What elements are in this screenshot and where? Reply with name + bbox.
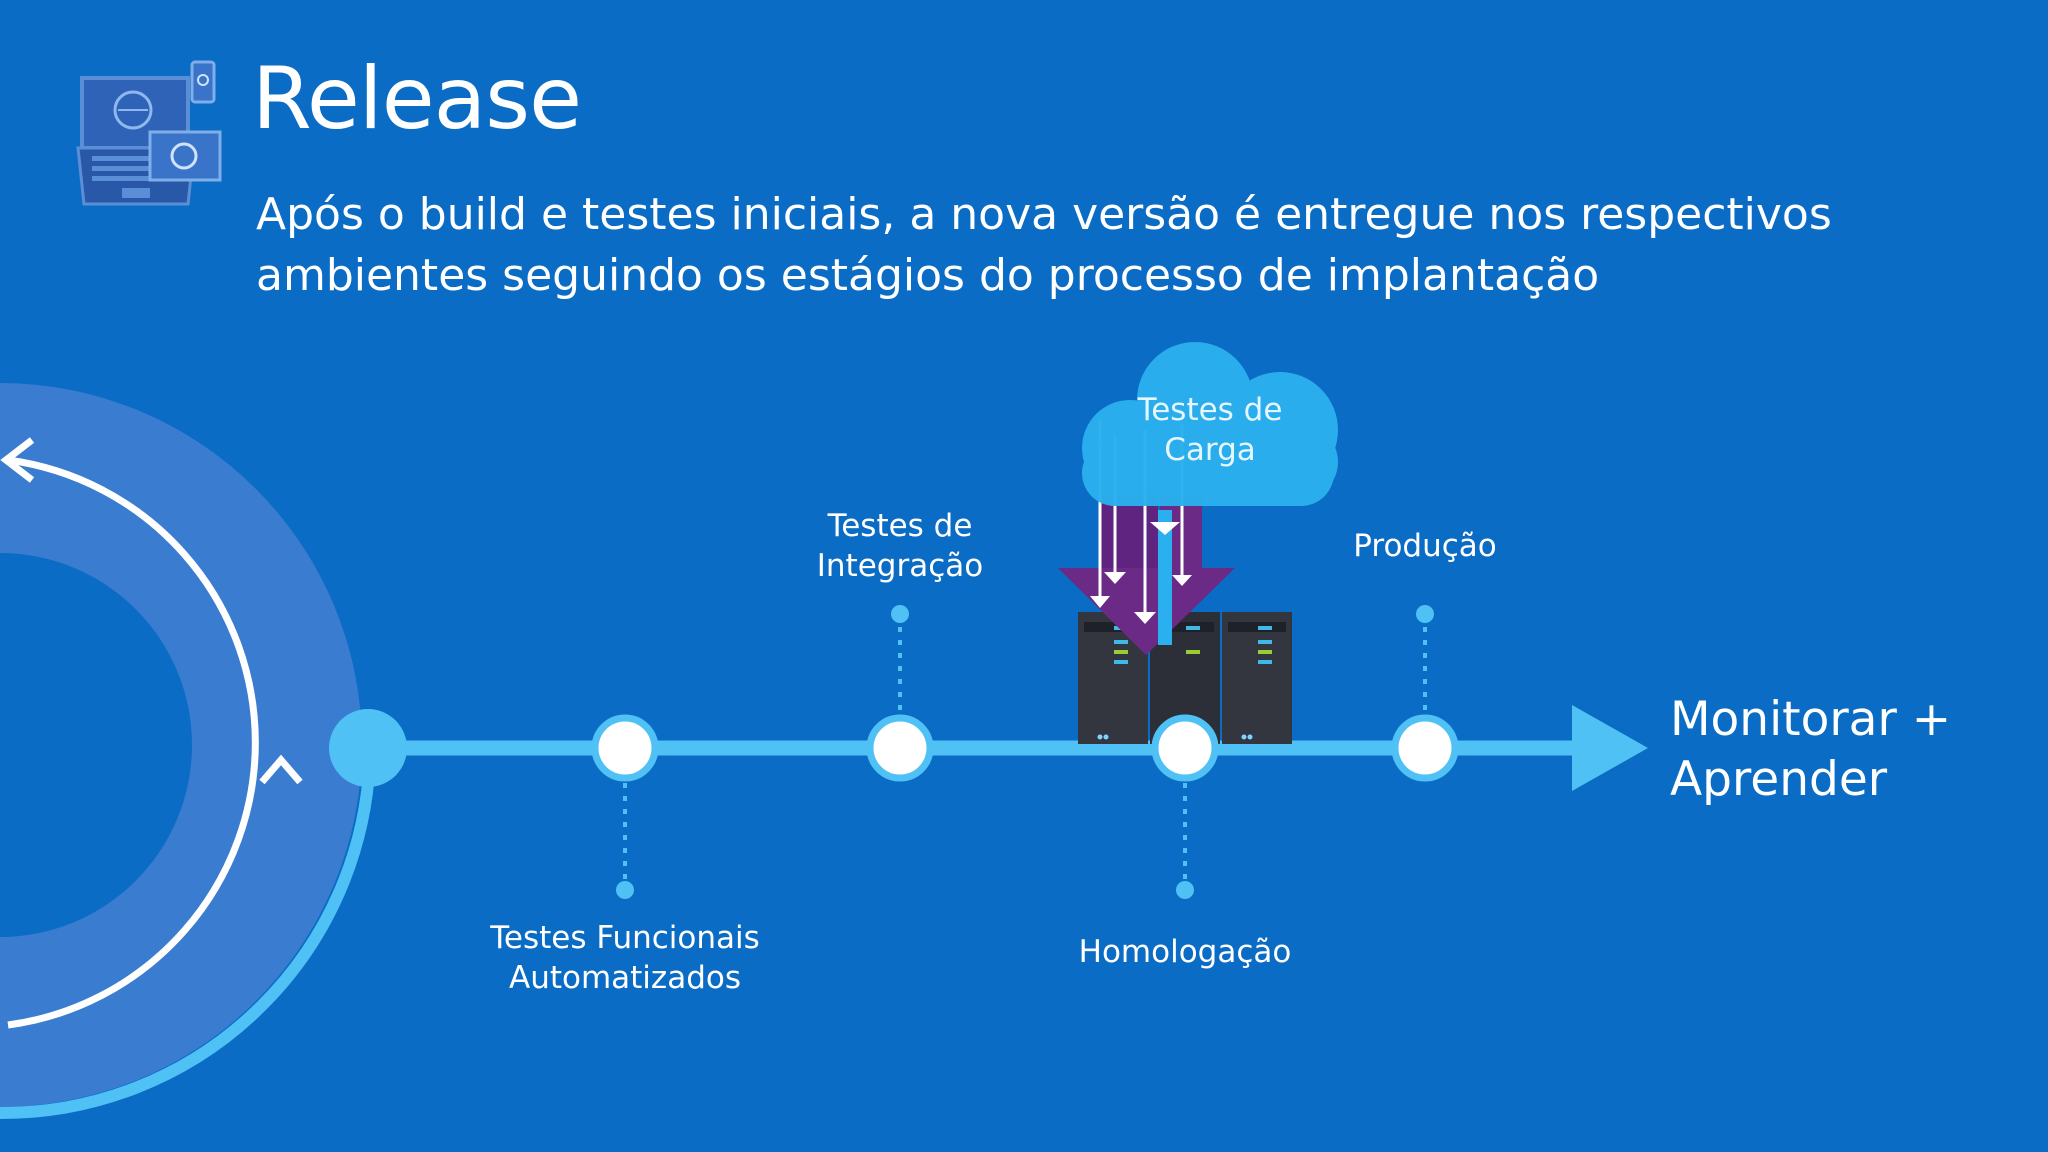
stage-label-line: Integração <box>816 548 984 584</box>
stage-nodes <box>591 714 1459 782</box>
outcome-label-line: Monitorar + <box>1670 692 1952 747</box>
timeline-arrowhead <box>1572 705 1648 791</box>
outcome-label-line: Aprender <box>1670 752 1888 807</box>
stage-label-line: Testes de <box>827 508 973 544</box>
cycle-arrows-icon <box>0 383 376 1120</box>
load-arrows-icon <box>1058 420 1235 655</box>
stage-label-functional-tests: Testes Funcionais Automatizados <box>475 918 775 998</box>
stage-label-staging: Homologação <box>1045 932 1325 972</box>
timeline-start-node <box>329 709 407 787</box>
devices-icon <box>76 60 222 206</box>
slide-subtitle: Após o build e testes iniciais, a nova v… <box>256 184 1956 306</box>
stage-label-line: Produção <box>1353 528 1497 564</box>
stage-label-production: Produção <box>1325 526 1525 566</box>
stage-label-line: Testes Funcionais <box>490 920 760 956</box>
cloud-label-load-tests: Testes de Carga <box>1080 390 1340 470</box>
cloud-label-line: Carga <box>1164 432 1256 468</box>
connector-end-dots <box>616 605 1434 899</box>
stage-label-line: Automatizados <box>508 960 741 996</box>
subtitle-line: Após o build e testes iniciais, a nova v… <box>256 189 1832 240</box>
stage-label-line: Homologação <box>1078 934 1292 970</box>
cloud-label-line: Testes de <box>1137 392 1283 428</box>
server-rack-icon <box>1078 612 1292 744</box>
slide-title: Release <box>252 49 582 149</box>
outcome-label: Monitorar + Aprender <box>1670 690 1951 810</box>
stage-connectors <box>623 614 1427 886</box>
timeline <box>329 705 1648 791</box>
cloud-icon <box>1082 342 1338 506</box>
stage-label-integration-tests: Testes de Integração <box>780 506 1020 586</box>
subtitle-line: ambientes seguindo os estágios do proces… <box>256 250 1600 301</box>
